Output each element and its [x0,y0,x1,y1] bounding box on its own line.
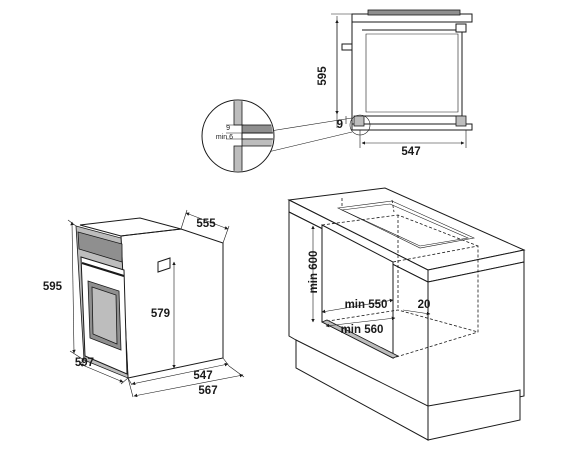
detail-shelf [241,138,273,147]
offset-label: 20 [418,299,431,311]
cabinet-view: min 600 min 550 20 min 560 [287,187,526,441]
oven-side-face [120,228,224,379]
min-depth-label: min 560 [341,324,384,336]
depth-label: 597 [75,357,94,369]
detail-wall-bottom [233,145,243,171]
door-handle [81,261,125,278]
detail-gap [241,132,273,140]
inner-height-label: 579 [151,308,170,320]
w567-ext-a [127,377,134,398]
oven-foot [353,115,365,127]
oven-inner [365,33,459,113]
min-width-dim [321,298,394,314]
plinth-side [427,389,521,441]
detail-oven-edge [241,124,273,134]
side-section-view: 595 9 547 [317,9,473,158]
height-dim [70,221,76,354]
rear-bracket [455,23,467,33]
min-height-label: min 600 [308,251,320,294]
detail-circle [201,99,275,173]
width-top-label: 555 [196,218,216,230]
detail-bottom-label: min 6 [216,134,233,141]
cabinet-shelf [351,123,473,131]
oven-body [362,29,463,117]
control-panel [77,231,123,263]
d597-ext-b [120,377,129,385]
detail-leader-bottom [267,131,353,153]
door-glass [91,286,118,345]
width-top-dim [185,212,229,230]
hob-cutout [336,200,475,249]
opening-shelf [321,319,399,359]
hob-plate [367,9,461,16]
detail-top-label: 9 [226,125,230,132]
min-depth-dim [325,316,396,328]
oven-foot-rear [455,115,467,127]
front-width-label: 547 [193,370,212,382]
gap-label: 9 [337,119,343,131]
total-width-label: 567 [198,385,217,397]
detail-leader-top [263,117,353,133]
detail-view: 9 min 6 [201,99,353,173]
offset-dim [402,309,431,316]
hob-hidden [341,198,395,213]
d597-ext-a [77,359,85,367]
min-width-label: min 550 [345,299,388,311]
depth-label: 547 [401,146,420,158]
total-width-dim [133,373,244,398]
wall-bracket [341,43,353,51]
recess-back [392,245,479,359]
height-label: 595 [317,66,329,86]
depth-dim [79,363,124,383]
hob-cutout-inner [340,203,470,247]
w547-ext-a [127,377,133,386]
height-label: 595 [43,281,63,293]
mount-bracket [157,257,171,273]
oven-view: 555 595 579 597 547 567 [43,209,245,398]
cabinet-side [427,261,525,417]
